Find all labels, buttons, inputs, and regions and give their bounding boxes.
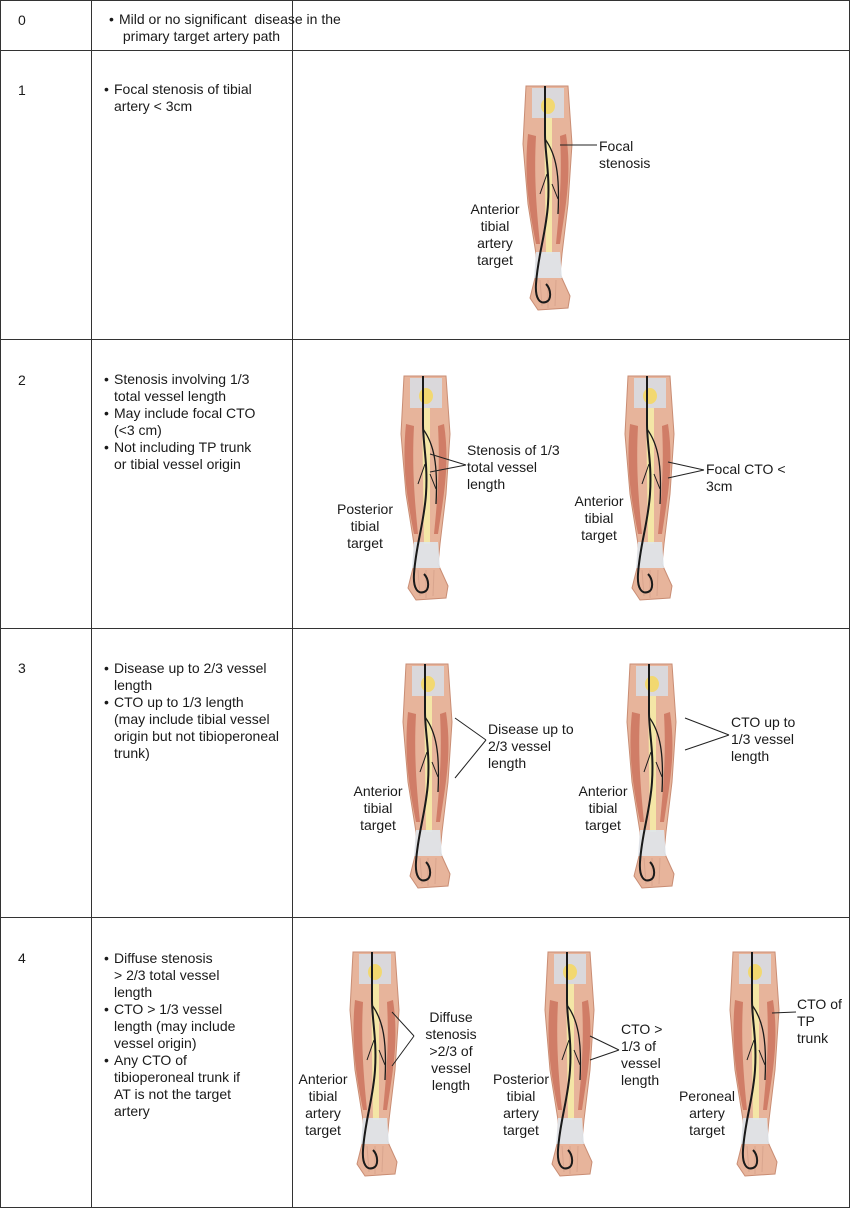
lesion-label: Stenosis of 1/3 total vessel length: [467, 442, 560, 492]
target-label: Anterior tibial target: [578, 783, 628, 833]
criterion: Stenosis involving 1/3 total vessel leng…: [104, 371, 255, 405]
criterion: CTO up to 1/3 length (may include tibial…: [104, 694, 279, 762]
target-label: Anterior tibial target: [574, 493, 624, 543]
leg-illustration: [544, 951, 595, 1177]
criterion: Focal stenosis of tibial artery < 3cm: [104, 81, 252, 115]
lesion-label: Focal stenosis: [599, 138, 651, 171]
target-label: Peroneal artery target: [678, 1088, 736, 1138]
criteria-list-grade-0: Mild or no significant disease in the pr…: [109, 11, 341, 45]
target-label: Anterior tibial target: [353, 783, 403, 833]
lesion-label: Diffuse stenosis >2/3 of vessel length: [425, 1009, 477, 1093]
criteria-list-grade-3: Disease up to 2/3 vessel length CTO up t…: [104, 660, 279, 762]
grade-4: 4: [18, 950, 26, 966]
leg-illustration: [626, 663, 677, 889]
criteria-list-grade-1: Focal stenosis of tibial artery < 3cm: [104, 81, 252, 115]
grade-1: 1: [18, 82, 26, 98]
criterion: May include focal CTO (<3 cm): [104, 405, 255, 439]
criterion: Disease up to 2/3 vessel length: [104, 660, 279, 694]
target-label: Posterior tibial artery target: [492, 1071, 550, 1138]
criteria-list-grade-4: Diffuse stenosis > 2/3 total vessel leng…: [104, 950, 240, 1120]
lesion-label: Focal CTO < 3cm: [706, 461, 786, 494]
grade-3: 3: [18, 660, 26, 676]
grade-0: 0: [18, 12, 26, 28]
leg-illustration: [400, 375, 451, 601]
target-label: Anterior tibial artery target: [470, 201, 520, 268]
leg-illustration: [624, 375, 675, 601]
grade-2: 2: [18, 372, 26, 388]
leg-illustration: [729, 951, 780, 1177]
leg-illustration: [522, 85, 573, 311]
leg-illustration: [349, 951, 400, 1177]
target-label: Posterior tibial target: [336, 501, 394, 551]
leg-illustration: [402, 663, 453, 889]
lesion-label: CTO > 1/3 of vessel length: [621, 1021, 663, 1088]
criterion: CTO > 1/3 vessel length (may include ves…: [104, 1001, 240, 1052]
criterion: Not including TP trunk or tibial vessel …: [104, 439, 255, 473]
criteria-list-grade-2: Stenosis involving 1/3 total vessel leng…: [104, 371, 255, 473]
criterion: Any CTO of tibioperoneal trunk if AT is …: [104, 1052, 240, 1120]
criterion: Diffuse stenosis > 2/3 total vessel leng…: [104, 950, 240, 1001]
target-label: Anterior tibial artery target: [298, 1071, 348, 1138]
lesion-label: CTO up to 1/3 vessel length: [731, 714, 796, 764]
lesion-label: CTO of TP trunk: [797, 996, 842, 1046]
lesion-label: Disease up to 2/3 vessel length: [488, 721, 574, 771]
criterion: Mild or no significant disease in the pr…: [109, 11, 341, 45]
